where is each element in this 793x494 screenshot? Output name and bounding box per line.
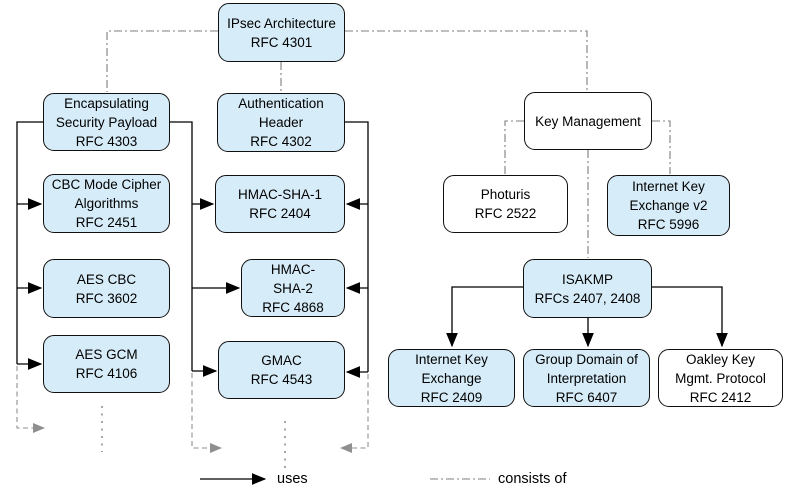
connector-esp-macs: [169, 121, 241, 377]
continuation-arrows: [16, 366, 369, 453]
node-aes-gcm: AES GCM RFC 4106: [43, 335, 170, 393]
continuation-dots: [101, 406, 286, 468]
node-ipsec-architecture: IPsec Architecture RFC 4301: [218, 3, 345, 62]
node-hmac-sha1: HMAC-SHA-1 RFC 2404: [215, 175, 345, 233]
connector-consists-of: [106, 30, 671, 258]
node-gdoi: Group Domain of Interpretation RFC 6407: [523, 349, 650, 407]
node-cbc-mode-cipher: CBC Mode Cipher Algorithms RFC 2451: [43, 174, 170, 233]
node-key-management: Key Management: [524, 92, 652, 150]
node-isakmp: ISAKMP RFCs 2407, 2408: [523, 259, 652, 318]
connector-isakmp-children: [446, 286, 728, 348]
node-gmac: GMAC RFC 4543: [218, 341, 345, 399]
legend-consists-label: consists of: [498, 471, 567, 487]
connector-ah-macs: [345, 121, 369, 378]
node-authentication-header: Authentication Header RFC 4302: [217, 93, 345, 152]
connector-esp-ciphers: [16, 121, 43, 370]
node-photuris: Photuris RFC 2522: [443, 175, 568, 233]
node-ike: Internet Key Exchange RFC 2409: [388, 349, 515, 407]
node-hmac-sha2: HMAC- SHA-2 RFC 4868: [241, 259, 345, 317]
node-ikev2: Internet Key Exchange v2 RFC 5996: [607, 175, 730, 236]
node-aes-cbc: AES CBC RFC 3602: [43, 259, 170, 318]
legend-uses-label: uses: [277, 471, 308, 487]
node-oakley: Oakley Key Mgmt. Protocol RFC 2412: [658, 349, 783, 407]
node-esp: Encapsulating Security Payload RFC 4303: [43, 93, 170, 151]
